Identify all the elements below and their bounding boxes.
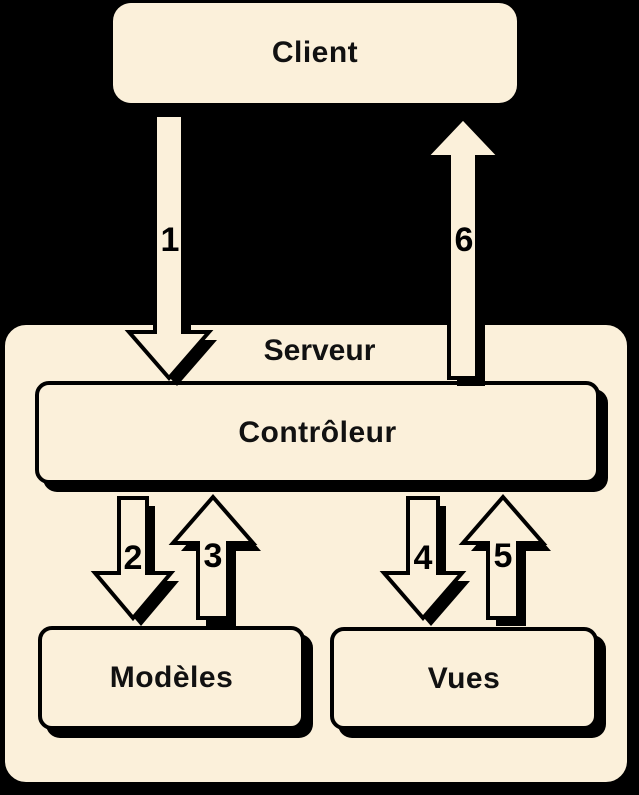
- arrow-up-6-icon: [421, 115, 508, 386]
- arrow-label-5: 5: [493, 537, 513, 575]
- arrow-down-4-icon: [379, 496, 470, 626]
- controller-box: Contrôleur: [35, 381, 600, 484]
- client-box: Client: [113, 3, 517, 103]
- views-box: Vues: [330, 627, 598, 730]
- arrow-label-2: 2: [123, 539, 143, 577]
- models-box: Modèles: [38, 626, 305, 730]
- controller-label: Contrôleur: [238, 415, 397, 449]
- arrow-label-6: 6: [454, 221, 474, 259]
- arrow-up-3-icon: [168, 493, 261, 626]
- arrow-up-5-icon: [458, 493, 551, 626]
- arrow-down-2-icon: [90, 496, 179, 626]
- arrow-label-1: 1: [160, 221, 180, 259]
- views-label: Vues: [427, 661, 501, 695]
- arrow-label-4: 4: [413, 539, 433, 577]
- arrow-label-3: 3: [203, 537, 223, 575]
- arrow-down-1-icon: [124, 113, 217, 386]
- server-label: Serveur: [263, 334, 376, 367]
- client-label: Client: [271, 36, 359, 69]
- models-label: Modèles: [109, 661, 234, 694]
